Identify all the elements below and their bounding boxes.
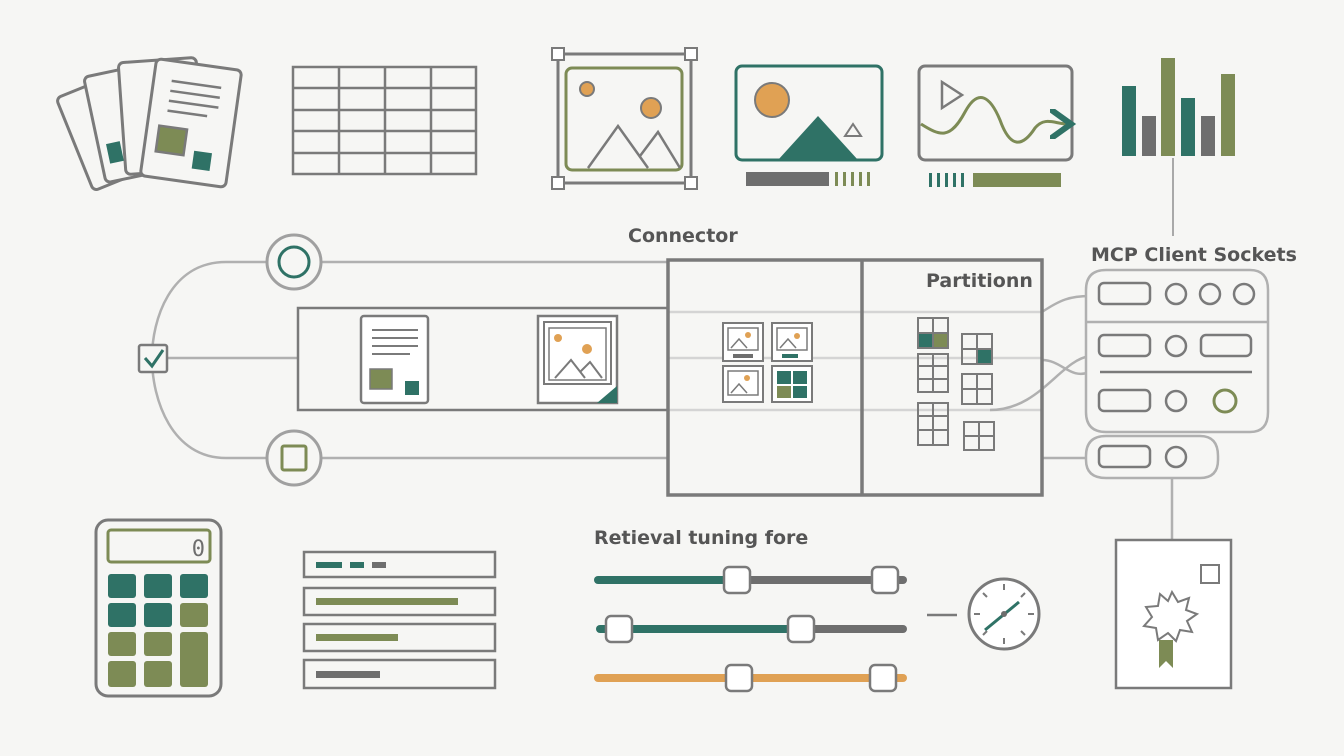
checkbox-icon[interactable] xyxy=(137,343,169,374)
slider-3-handle-a[interactable] xyxy=(724,663,754,693)
connector-ingest-box xyxy=(296,306,670,412)
mcp-client-sockets-label: MCP Client Sockets xyxy=(1091,244,1297,266)
gauge-icon xyxy=(927,577,1041,651)
socket-row-1[interactable] xyxy=(1097,281,1256,306)
document-stack-icon xyxy=(56,56,243,191)
slider-1-handle-a[interactable] xyxy=(722,565,752,595)
partition-box xyxy=(666,258,1044,497)
calculator-icon: 0 xyxy=(94,518,223,698)
bar-chart-icon xyxy=(1122,58,1235,236)
partition-label: Partitionn xyxy=(926,270,1033,292)
retrieval-tuning-label: Retieval tuning fore xyxy=(594,527,809,549)
slider-3-handle-b[interactable] xyxy=(868,663,898,693)
calculator-display: 0 xyxy=(192,537,205,562)
retrieval-slider-3[interactable] xyxy=(594,663,907,693)
connector-label: Connector xyxy=(628,225,738,247)
list-rows-icon xyxy=(302,550,497,690)
certificate-icon xyxy=(1114,538,1233,690)
slider-2-handle-a[interactable] xyxy=(604,614,634,644)
connector-node-top[interactable] xyxy=(265,233,323,291)
image-frame-icon xyxy=(551,47,698,190)
socket-row-3[interactable] xyxy=(1097,388,1238,414)
connector-node-bottom[interactable] xyxy=(265,429,323,487)
slider-1-handle-b[interactable] xyxy=(870,565,900,595)
spreadsheet-table-icon xyxy=(291,65,478,176)
image-viewer-icon xyxy=(734,64,884,186)
socket-row-4[interactable] xyxy=(1097,444,1188,469)
video-player-icon xyxy=(917,64,1072,187)
retrieval-slider-1[interactable] xyxy=(594,565,907,595)
slider-2-handle-b[interactable] xyxy=(786,614,816,644)
socket-row-2[interactable] xyxy=(1097,333,1253,358)
retrieval-slider-2[interactable] xyxy=(596,614,907,644)
